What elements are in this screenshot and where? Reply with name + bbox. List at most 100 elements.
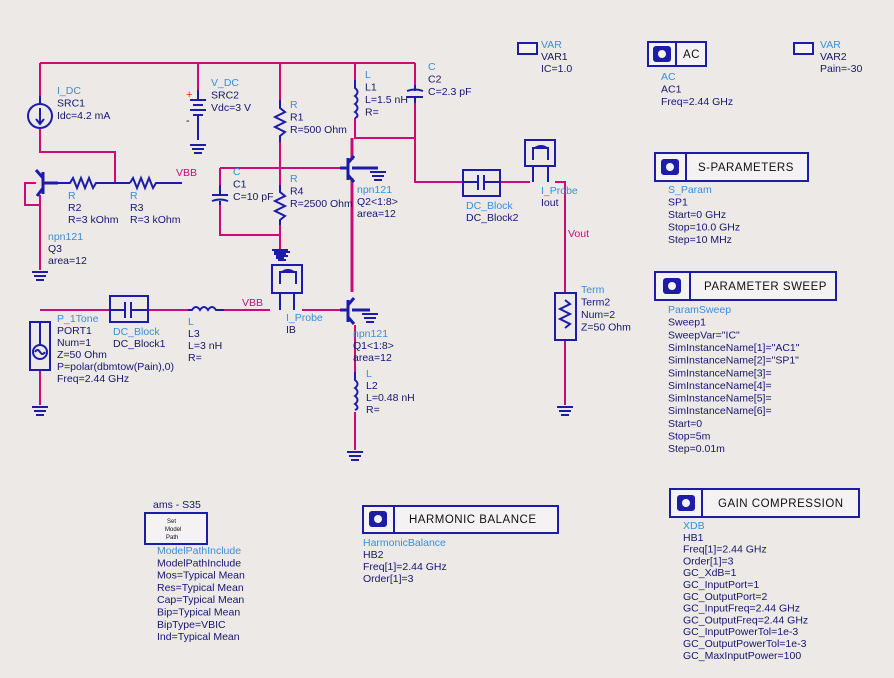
component-param: GC_InputPowerTol=1e-3 xyxy=(683,626,798,638)
inductor-l1[interactable] xyxy=(353,80,359,119)
component-param: Ind=Typical Mean xyxy=(157,631,240,643)
dc-block2[interactable] xyxy=(462,169,501,197)
component-param: area=12 xyxy=(357,208,396,220)
component-param: Vdc=3 V xyxy=(211,102,251,114)
dc-block1[interactable] xyxy=(109,295,149,323)
gear-icon xyxy=(653,46,671,62)
wires xyxy=(24,62,566,450)
capacitor-c1[interactable] xyxy=(211,185,229,205)
component-param: Term2 xyxy=(581,297,610,309)
component-type: I_DC xyxy=(57,85,81,97)
component-type: L xyxy=(366,368,372,380)
component-type: Term xyxy=(581,284,605,296)
component-param: L1 xyxy=(365,82,377,94)
model-label: Model xyxy=(165,527,181,533)
component-type: R xyxy=(290,173,298,185)
component-param: L=1.5 nH xyxy=(365,94,408,106)
component-param: SimInstanceName[5]= xyxy=(668,393,772,405)
inductor-l2[interactable] xyxy=(346,372,364,461)
component-param: R=2500 Ohm xyxy=(290,198,353,210)
resistor-r1[interactable] xyxy=(272,100,288,142)
component-type: DC_Block xyxy=(113,326,160,338)
net-label-vbb: VBB xyxy=(176,167,197,179)
component-param: Start=0 GHz xyxy=(668,209,726,221)
net-label-vbb: VBB xyxy=(242,297,263,309)
var-icon[interactable] xyxy=(793,42,814,55)
component-param: Freq=2.44 GHz xyxy=(57,373,129,385)
component-param: Stop=10.0 GHz xyxy=(668,222,740,234)
resistor-r2[interactable] xyxy=(58,175,130,191)
var-icon[interactable] xyxy=(517,42,538,55)
component-param: R2 xyxy=(68,202,82,214)
component-param: L3 xyxy=(188,328,200,340)
component-type: I_Probe xyxy=(286,312,323,324)
parameter-sweep-controller[interactable]: PARAMETER SWEEP xyxy=(654,271,837,301)
component-param: DC_Block2 xyxy=(466,212,519,224)
component-param: area=12 xyxy=(48,255,87,267)
component-param: R= xyxy=(366,404,380,416)
term2[interactable] xyxy=(554,292,577,416)
current-probe-iout[interactable] xyxy=(524,139,556,182)
component-param: SRC2 xyxy=(211,90,239,102)
transistor-q3[interactable] xyxy=(34,169,58,197)
ac-title: AC xyxy=(683,49,700,61)
component-param: Start=0 xyxy=(668,418,702,430)
transistor-q2[interactable] xyxy=(340,155,387,183)
parameter-sweep-title: PARAMETER SWEEP xyxy=(704,281,827,293)
component-param: SimInstanceName[3]= xyxy=(668,367,772,379)
resistor-r4[interactable] xyxy=(271,185,289,259)
current-probe-ib[interactable] xyxy=(271,251,303,310)
component-type: L xyxy=(188,316,194,328)
component-param: Num=1 xyxy=(57,337,91,349)
capacitor-c2[interactable] xyxy=(406,85,424,103)
component-param: GC_OutputFreq=2.44 GHz xyxy=(683,614,808,626)
inductor-l3[interactable] xyxy=(188,306,224,312)
component-param: R= xyxy=(365,107,379,119)
component-param: HB1 xyxy=(683,532,704,544)
component-type: C xyxy=(233,166,241,178)
component-param: L=3 nH xyxy=(188,340,222,352)
vdc-source[interactable]: +- xyxy=(186,89,207,154)
resistor-r3[interactable] xyxy=(129,175,182,191)
transistor-q1[interactable] xyxy=(340,297,379,325)
component-param: Num=2 xyxy=(581,309,615,321)
component-param: Order[1]=3 xyxy=(363,573,414,585)
component-param: C=10 pF xyxy=(233,191,274,203)
port1-source[interactable] xyxy=(29,321,51,371)
model-path-controller[interactable]: ams - S35 Set Model Path xyxy=(144,499,208,545)
component-param: Freq[1]=2.44 GHz xyxy=(683,544,767,556)
component-param: L=0.48 nH xyxy=(366,392,415,404)
component-param: GC_InputPort=1 xyxy=(683,579,759,591)
component-param: Pain=-30 xyxy=(820,63,862,75)
ac-controller[interactable]: AC xyxy=(647,41,707,67)
s-parameters-title: S-PARAMETERS xyxy=(698,162,794,174)
idc-source[interactable] xyxy=(27,96,53,129)
component-param: Freq=2.44 GHz xyxy=(661,96,733,108)
component-param: C=2.3 pF xyxy=(428,86,471,98)
gain-compression-controller[interactable]: GAIN COMPRESSION xyxy=(669,488,860,518)
s-parameters-controller[interactable]: S-PARAMETERS xyxy=(654,152,809,182)
harmonic-balance-controller[interactable]: HARMONIC BALANCE xyxy=(362,505,559,534)
component-param: GC_OutputPowerTol=1e-3 xyxy=(683,638,807,650)
component-type: DC_Block xyxy=(466,200,513,212)
component-param: SweepVar="IC" xyxy=(668,329,740,341)
component-param: Z=50 Ohm xyxy=(57,349,107,361)
component-param: PORT1 xyxy=(57,325,92,337)
component-type: P_1Tone xyxy=(57,313,99,325)
component-param: SimInstanceName[6]= xyxy=(668,405,772,417)
